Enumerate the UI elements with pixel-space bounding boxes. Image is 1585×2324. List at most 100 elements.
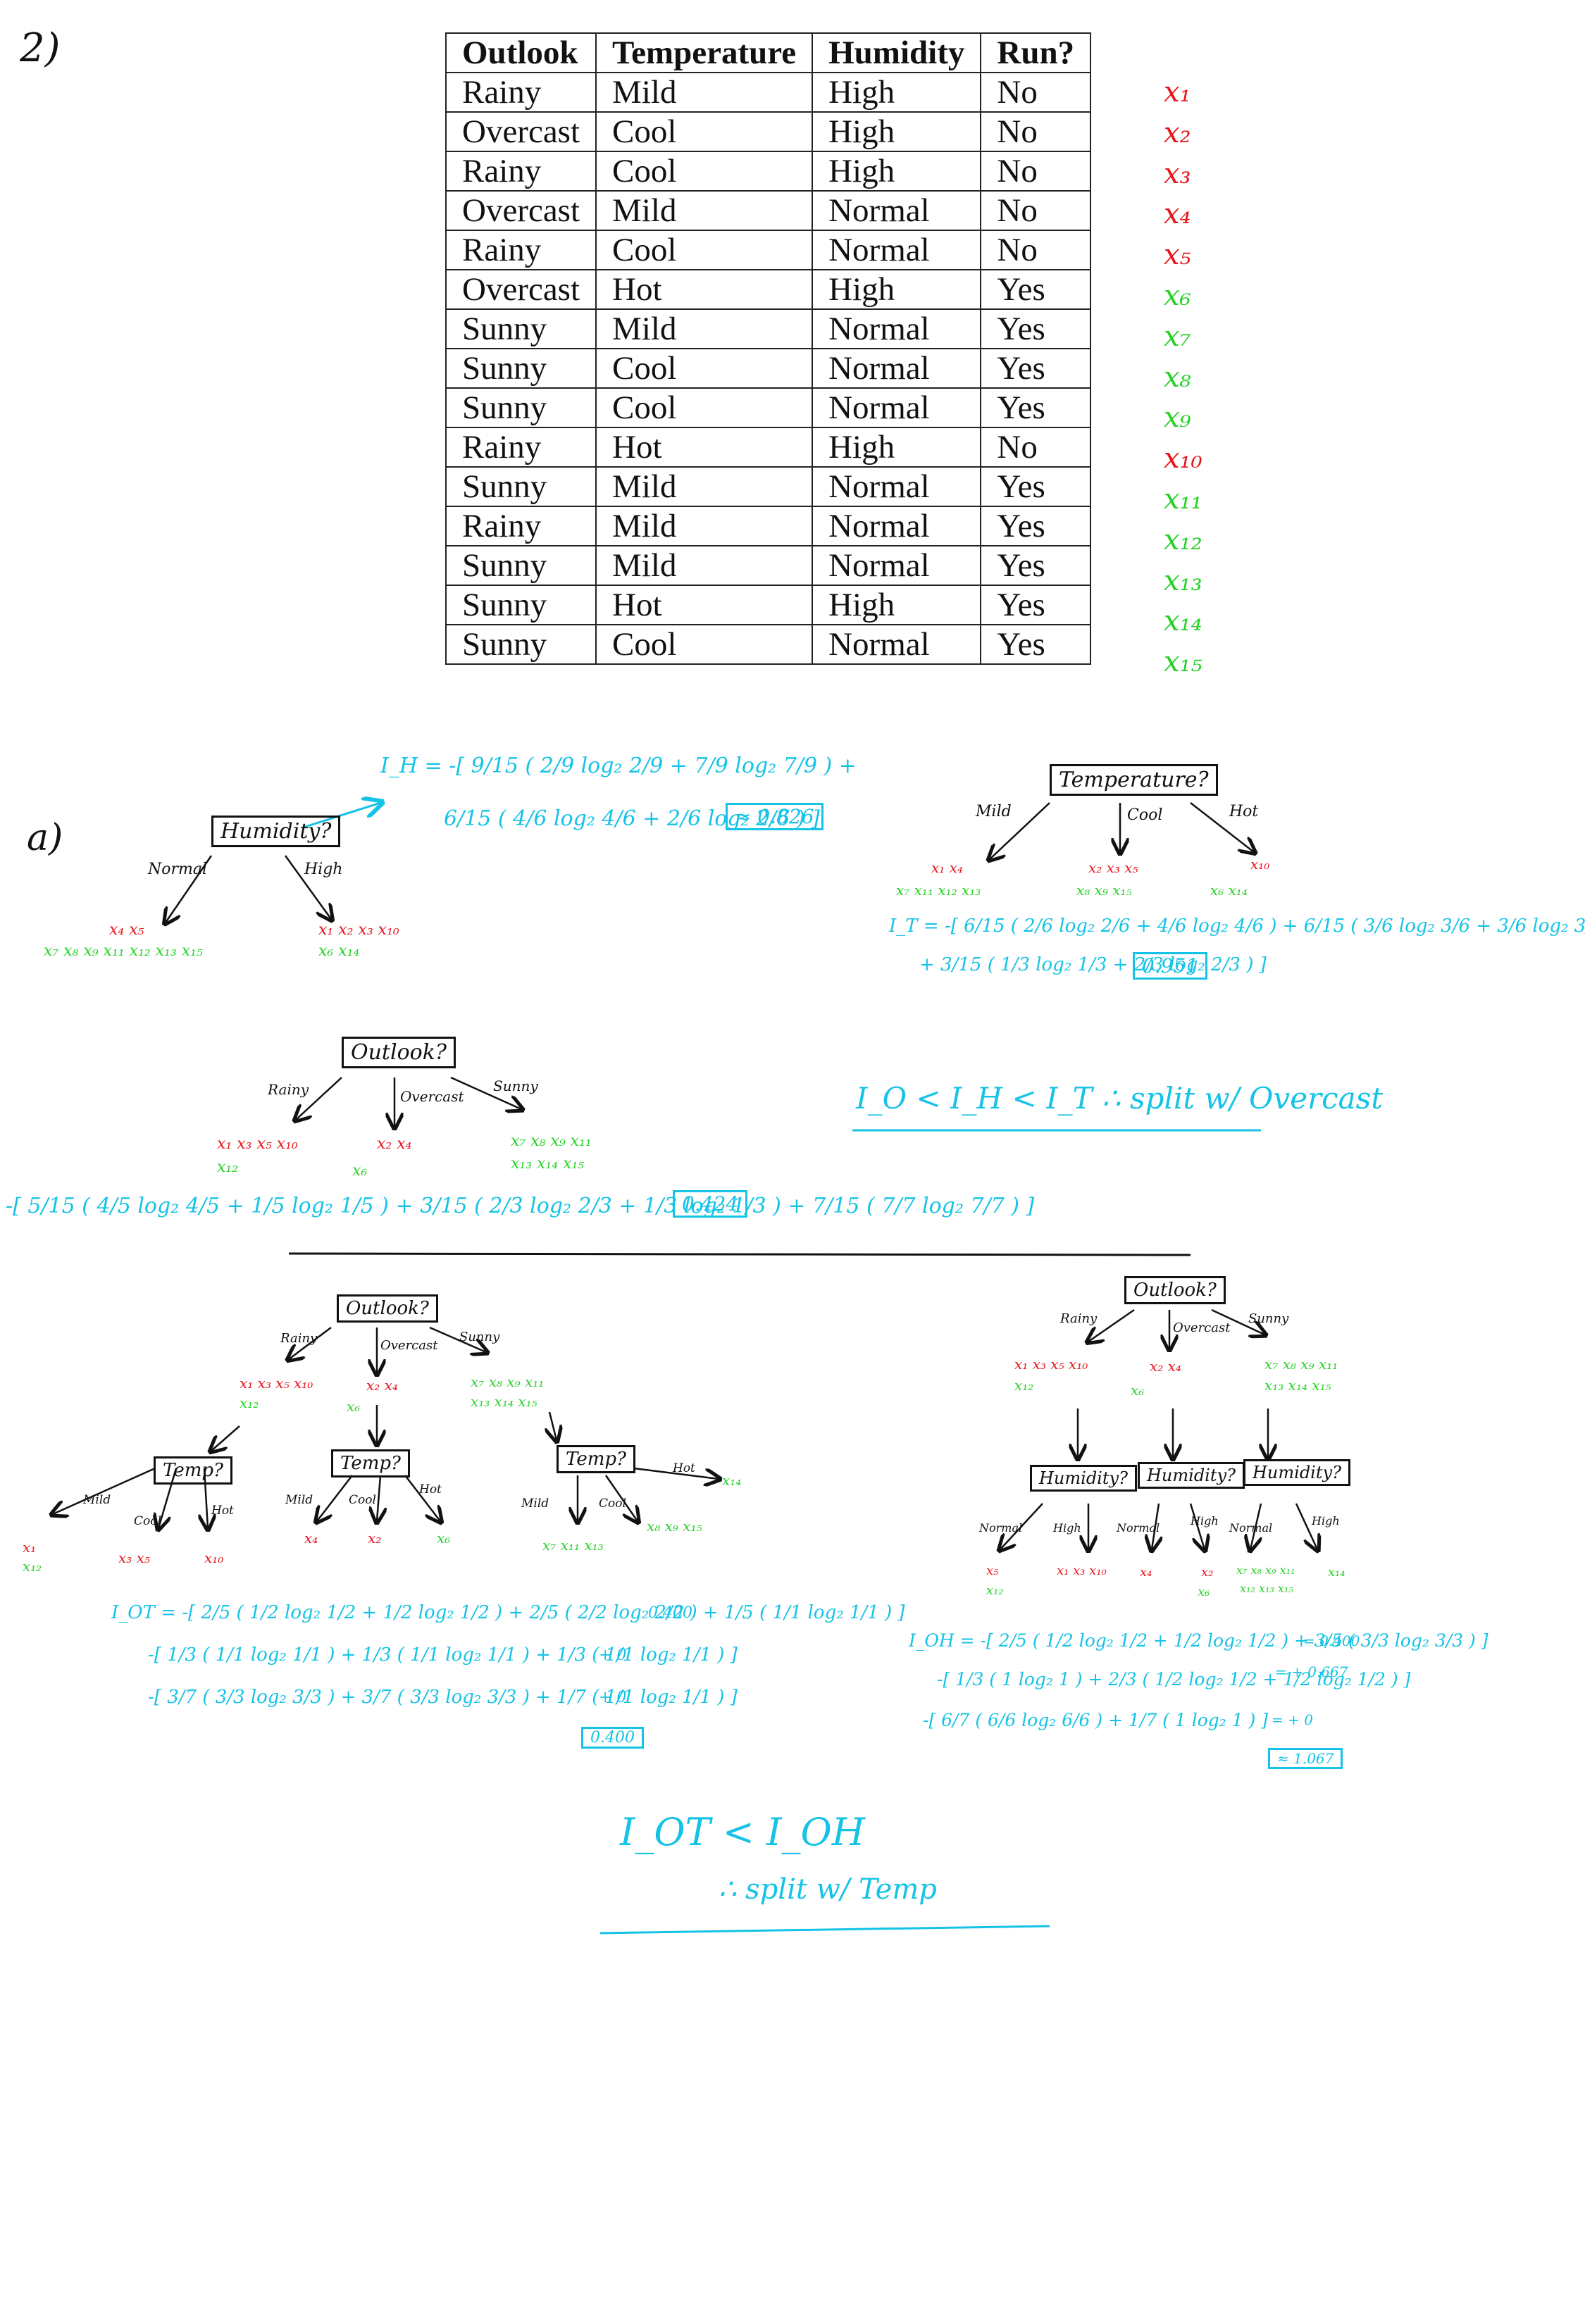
oh-rainy-label: Rainy: [1060, 1311, 1098, 1326]
ot-sunny-green2: x₁₃ x₁₄ x₁₅: [471, 1393, 537, 1410]
ot-l1-hot-label: Hot: [211, 1504, 234, 1518]
outlook-overcast-red: x₂ x₄: [377, 1135, 412, 1153]
oh-humidity-node-rainy: Humidity?: [1030, 1465, 1137, 1492]
ot-l1-mild-green: x₁₂: [23, 1558, 42, 1575]
ot-value3: + 0: [599, 1689, 627, 1706]
table-cell: High: [812, 585, 982, 625]
ot-l2-mild-label: Mild: [285, 1493, 313, 1507]
temperature-cool-label: Cool: [1127, 806, 1163, 824]
oh-humidity-node-sunny: Humidity?: [1243, 1459, 1350, 1486]
temperature-formula-line2: + 3/15 ( 1/3 log₂ 1/3 + 2/3 log₂ 2/3 ) ]: [919, 954, 1267, 975]
table-cell: No: [980, 151, 1092, 192]
temperature-hot-red: x₁₀: [1250, 856, 1270, 873]
temperature-mild-label: Mild: [976, 803, 1012, 820]
table-cell: Cool: [595, 387, 814, 428]
table-cell: Overcast: [445, 269, 597, 310]
humidity-high-red: x₁ x₂ x₃ x₁₀: [318, 921, 399, 939]
table-cell: Normal: [812, 190, 982, 231]
ot-overcast-red: x₂ x₄: [366, 1377, 398, 1394]
table-cell: High: [812, 269, 982, 310]
ot-sunny-label: Sunny: [459, 1330, 500, 1344]
temperature-formula-line1: I_T = -[ 6/15 ( 2/6 log₂ 2/6 + 4/6 log₂ …: [889, 916, 1585, 937]
temperature-tree-edges: [990, 802, 1254, 859]
oh-sunny-label: Sunny: [1248, 1311, 1289, 1326]
ot-tree-edges: [53, 1326, 719, 1528]
ot-l3-mild-label: Mild: [521, 1497, 549, 1511]
table-cell: Normal: [812, 506, 982, 546]
ot-l3-mild-green: x₇ x₁₁ x₁₃: [542, 1537, 604, 1554]
ot-rainy-red: x₁ x₃ x₅ x₁₀: [240, 1375, 313, 1392]
temperature-root-node: Temperature?: [1050, 764, 1218, 796]
ot-l2-cool-label: Cool: [349, 1493, 376, 1507]
table-cell: Rainy: [445, 151, 597, 192]
ot-l1-cool-label: Cool: [134, 1514, 161, 1528]
table-cell: No: [980, 111, 1092, 152]
oh-rainy-red: x₁ x₃ x₅ x₁₀: [1014, 1356, 1088, 1373]
table-cell: High: [812, 151, 982, 192]
table-cell: Cool: [595, 151, 814, 192]
table-cell: Sunny: [445, 545, 597, 586]
table-cell: Sunny: [445, 348, 597, 389]
outlook-root-node: Outlook?: [342, 1037, 456, 1068]
oh-sunny-green: x₇ x₈ x₉ x₁₁: [1264, 1356, 1338, 1373]
table-cell: Rainy: [445, 72, 597, 113]
table-cell: Yes: [980, 624, 1092, 665]
table-cell: No: [980, 427, 1092, 468]
oh-l3-normal-label: Normal: [1229, 1521, 1273, 1535]
humidity-root-node: Humidity?: [211, 816, 341, 847]
outlook-sunny-green: x₇ x₈ x₉ x₁₁: [511, 1132, 592, 1150]
oh-rainy-green: x₁₂: [1014, 1377, 1034, 1394]
oh-l3-normal-green: x₇ x₈ x₉ x₁₁: [1236, 1563, 1295, 1577]
table-cell: No: [980, 230, 1092, 270]
table-cell: Normal: [812, 348, 982, 389]
oh-overcast-red: x₂ x₄: [1150, 1358, 1181, 1375]
ot-l3-cool-label: Cool: [599, 1497, 626, 1511]
ot-l1-mild-red: x₁: [23, 1539, 37, 1556]
humidity-normal-label: Normal: [148, 861, 208, 878]
table-cell: Rainy: [445, 506, 597, 546]
outlook-sunny-green2: x₁₃ x₁₄ x₁₅: [511, 1155, 585, 1173]
oh-sunny-green2: x₁₃ x₁₄ x₁₅: [1264, 1377, 1331, 1394]
table-cell: Normal: [812, 230, 982, 270]
ot-formula-line3: -[ 3/7 ( 3/3 log₂ 3/3 ) + 3/7 ( 3/3 log₂…: [148, 1687, 738, 1708]
table-cell: Normal: [812, 308, 982, 349]
table-cell: Mild: [595, 72, 814, 113]
oh-value2: = + 0.667: [1275, 1663, 1348, 1680]
table-cell: Rainy: [445, 427, 597, 468]
humidity-high-green: x₆ x₁₄: [318, 942, 360, 960]
oh-l2-normal-label: Normal: [1117, 1521, 1160, 1535]
temperature-mild-green: x₇ x₁₁ x₁₂ x₁₃: [896, 882, 981, 899]
ot-l3-hot-green: x₁₄: [722, 1472, 742, 1489]
section-divider: [288, 1252, 1191, 1256]
humidity-formula-line1: I_H = -[ 9/15 ( 2/9 log₂ 2/9 + 7/9 log₂ …: [380, 754, 857, 778]
table-cell: Mild: [595, 545, 814, 586]
oh-value3: = + 0: [1272, 1711, 1313, 1728]
ot-entropy-result: 0.400: [581, 1727, 644, 1749]
oh-tree-edges: [1000, 1308, 1317, 1549]
row-label: x₇: [1164, 320, 1191, 353]
part-a-label: a): [27, 817, 63, 859]
temperature-hot-green: x₆ x₁₄: [1210, 882, 1248, 899]
outlook-sunny-label: Sunny: [493, 1077, 538, 1094]
table-cell: High: [812, 427, 982, 468]
table-cell: Sunny: [445, 624, 597, 665]
row-label: x₆: [1164, 280, 1191, 312]
row-label: x₂: [1164, 116, 1191, 149]
oh-value1: = 0.400: [1303, 1632, 1360, 1649]
oh-l1-high-red: x₁ x₃ x₁₀: [1057, 1563, 1107, 1578]
ot-temp-node-overcast: Temp?: [331, 1449, 410, 1478]
ot-l2-hot-green: x₆: [437, 1530, 451, 1547]
ot-overcast-green: x₆: [347, 1398, 361, 1415]
ot-formula-line1: I_OT = -[ 2/5 ( 1/2 log₂ 1/2 + 1/2 log₂ …: [111, 1602, 905, 1623]
outlook-rainy-red: x₁ x₃ x₅ x₁₀: [217, 1135, 298, 1153]
table-cell: Normal: [812, 466, 982, 507]
